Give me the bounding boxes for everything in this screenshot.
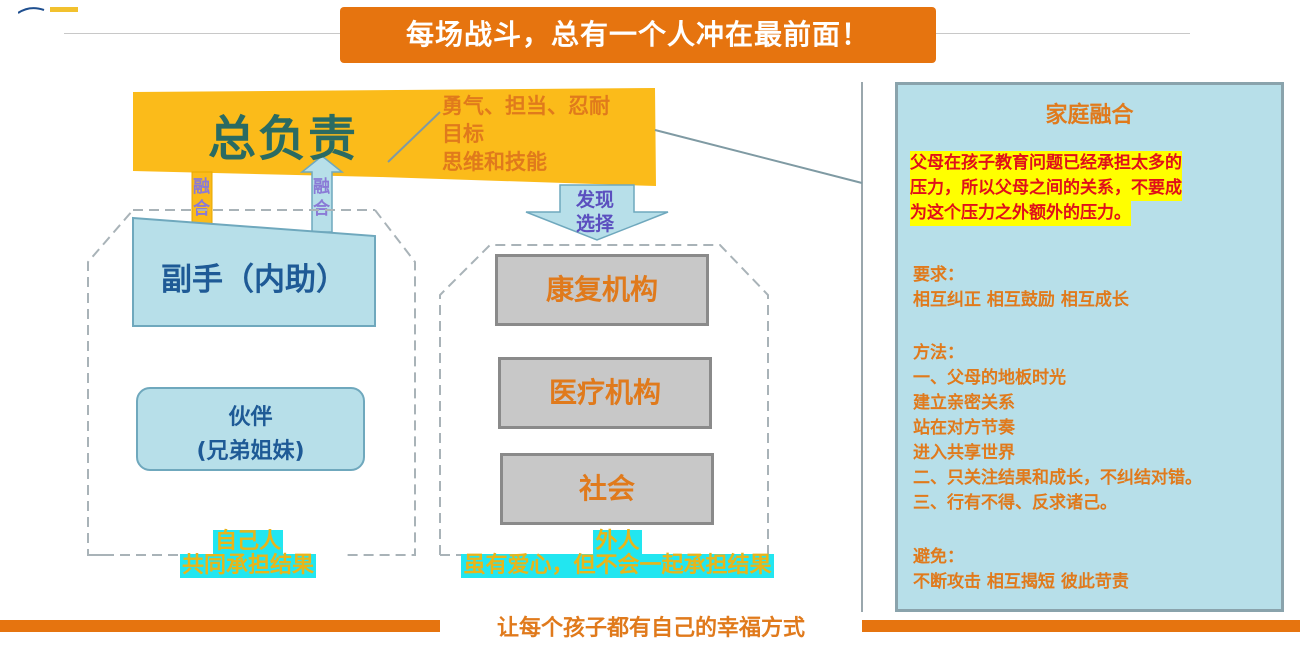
leader-trait-3: 思维和技能: [442, 150, 547, 174]
panel-title: 家庭融合: [1045, 103, 1134, 128]
requirements-items: 相互纠正 相互鼓励 相互成长: [913, 290, 1129, 310]
leader-trait-1: 勇气、担当、忍耐: [442, 94, 610, 118]
outsiders-sub: 虽有爱心，但不会一起承担结果: [461, 553, 774, 578]
family-integration-panel: 家庭融合 父母在孩子教育问题已经承担太多的 压力，所以父母之间的关系，不要成 为…: [895, 82, 1284, 612]
deputy-box-shape: [132, 216, 376, 327]
method-line-2: 建立亲密关系: [913, 393, 1015, 413]
own-people-caption: 自己人 共同承担结果: [163, 530, 333, 578]
society-label: 社会: [578, 472, 635, 505]
avoid-items: 不断攻击 相互揭短 彼此苛责: [913, 572, 1129, 592]
method-line-4: 进入共享世界: [913, 443, 1015, 463]
partner-label-2: (兄弟姐妹): [196, 439, 305, 464]
vertical-divider: [861, 82, 863, 612]
methods-title: 方法：: [913, 343, 964, 363]
own-people-sub: 共同承担结果: [179, 553, 316, 578]
highlight-line-2: 压力，所以父母之间的关系，不要成: [910, 176, 1182, 201]
title-rule-left: [64, 33, 344, 34]
deputy-label: 副手（内助）: [161, 262, 347, 298]
title-rule-right: [935, 33, 1190, 34]
outsiders-label: 外人: [593, 529, 642, 554]
footer-bar-right: [862, 620, 1300, 632]
outsiders-caption: 外人 虽有爱心，但不会一起承担结果: [420, 530, 815, 578]
partner-box: 伙伴 (兄弟姐妹): [136, 387, 365, 471]
logo-mark: [17, 7, 78, 14]
method-line-5: 二、只关注结果和成长，不纠结对错。: [913, 468, 1202, 488]
method-line-1: 一、父母的地板时光: [913, 368, 1066, 388]
leader-trait-2: 目标: [442, 122, 484, 146]
rehab-institution-box: 康复机构: [495, 254, 709, 326]
highlight-line-1: 父母在孩子教育问题已经承担太多的: [910, 151, 1182, 176]
leader-label: 总负责: [208, 111, 359, 167]
highlight-line-3: 为这个压力之外额外的压力。: [910, 201, 1131, 226]
method-line-3: 站在对方节奏: [913, 418, 1015, 438]
society-box: 社会: [500, 453, 714, 525]
medical-institution-box: 医疗机构: [498, 357, 712, 429]
logo: [17, 0, 78, 14]
panel-highlight: 父母在孩子教育问题已经承担太多的 压力，所以父母之间的关系，不要成 为这个压力之…: [910, 151, 1182, 226]
select-label: 选择: [576, 213, 615, 235]
medical-institution-label: 医疗机构: [548, 376, 661, 409]
method-line-6: 三、行有不得、反求诸己。: [913, 493, 1117, 513]
avoid-title: 避免：: [913, 547, 964, 567]
own-people-label: 自己人: [212, 529, 283, 554]
merge-right-label: 融合: [313, 177, 330, 219]
rehab-institution-label: 康复机构: [545, 273, 658, 306]
discover-label: 发现: [576, 189, 615, 211]
footer-slogan: 让每个孩子都有自己的幸福方式: [496, 616, 805, 641]
footer-bar-left: [0, 620, 440, 632]
page-title: 每场战斗，总有一个人冲在最前面！: [340, 7, 936, 63]
partner-label-1: 伙伴: [228, 405, 273, 430]
requirements-title: 要求：: [913, 265, 964, 285]
